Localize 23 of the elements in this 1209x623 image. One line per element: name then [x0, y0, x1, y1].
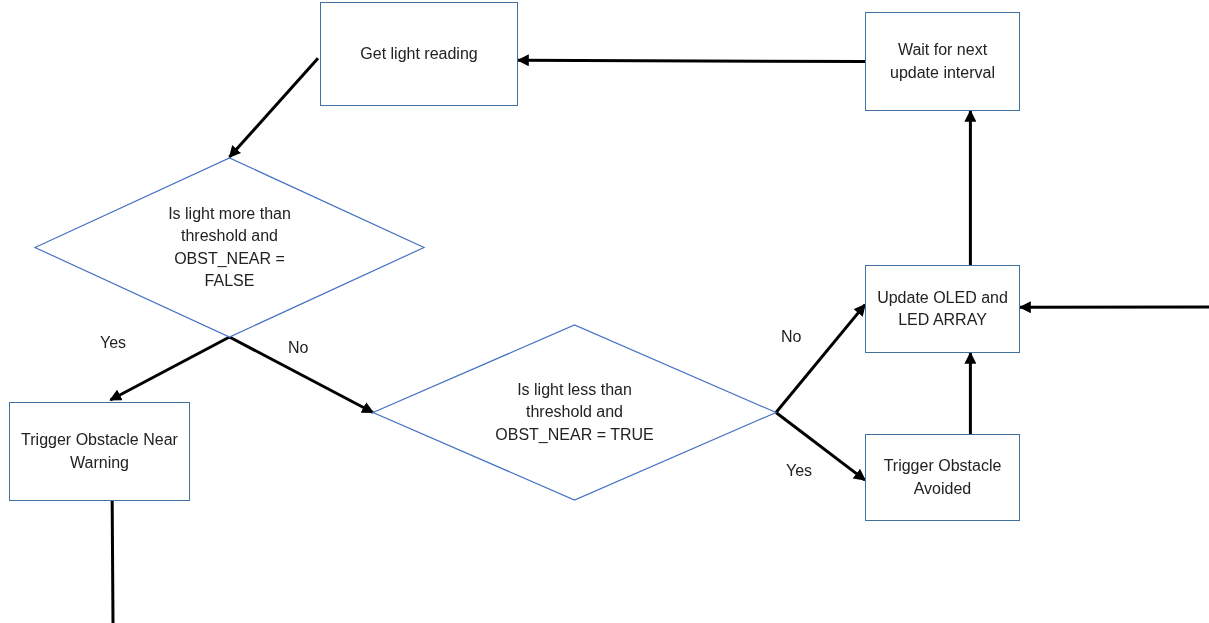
node-text: Is light less than threshold and OBST_NEAR = TRUE — [494, 379, 655, 445]
process-box — [865, 265, 1020, 353]
node-text: Wait for next update interval — [889, 40, 996, 83]
process-box — [9, 402, 190, 501]
arrow — [228, 335, 375, 414]
node-text: Is light more than threshold and OBST_NEAR = FALSE — [167, 203, 292, 291]
arrow — [228, 57, 320, 159]
node-text: Get light reading — [360, 43, 478, 64]
decision-diamond — [373, 325, 776, 500]
process-box — [865, 434, 1020, 521]
decision-diamond — [35, 158, 424, 337]
node-text: Trigger Obstacle Avoided — [882, 456, 1003, 499]
arrow — [1018, 301, 1209, 314]
arrow — [964, 351, 977, 434]
arrow — [775, 411, 866, 482]
process-box — [320, 2, 518, 106]
arrow — [516, 54, 865, 67]
arrow — [774, 303, 867, 414]
process-box — [865, 12, 1020, 111]
arrow — [964, 109, 977, 265]
arrow — [109, 335, 231, 402]
node-text: Update OLED and LED ARRAY — [876, 287, 1009, 330]
node-text: Trigger Obstacle Near Warning — [20, 430, 179, 473]
